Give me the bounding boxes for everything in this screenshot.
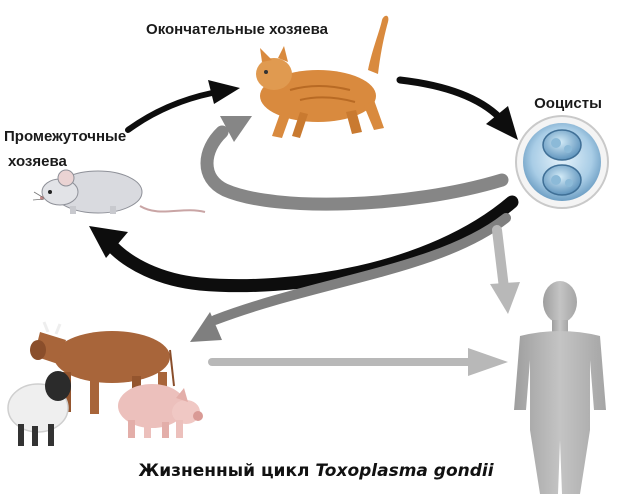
diagram-title: Жизненный цикл Toxoplasma gondii	[0, 461, 632, 481]
pig-icon	[118, 384, 203, 438]
diagram-title-species: Toxoplasma gondii	[315, 461, 494, 481]
intermediate-hosts-label-line1: Промежуточные	[4, 128, 126, 145]
arrow-oocysts-to-mouse	[89, 195, 519, 293]
mouse-icon	[32, 169, 206, 214]
sheep-icon	[7, 371, 71, 446]
arrow-oocysts-to-cat	[200, 116, 509, 211]
arrow-oocysts-to-livestock	[190, 213, 511, 342]
arrow-cat-to-oocysts	[396, 76, 518, 140]
oocyst-dish-icon	[515, 115, 609, 209]
oocysts-label: Ооцисты	[534, 95, 602, 112]
arrow-oocysts-to-human	[490, 225, 520, 314]
arrow-mouse-to-cat	[125, 80, 240, 133]
intermediate-hosts-label-line2: хозяева	[8, 153, 68, 170]
arrow-livestock-to-human	[208, 348, 508, 376]
human-silhouette-icon	[514, 281, 606, 494]
definitive-hosts-label: Окончательные хозяева	[146, 21, 329, 38]
cat-icon	[256, 15, 389, 138]
diagram-title-prefix: Жизненный цикл	[138, 461, 316, 481]
